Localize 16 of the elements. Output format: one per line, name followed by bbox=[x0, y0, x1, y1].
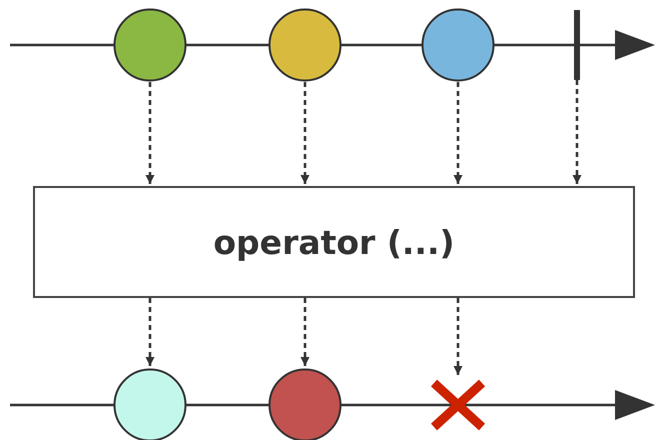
dashed-arrow bbox=[146, 298, 154, 366]
completion-bar bbox=[572, 10, 582, 80]
marble bbox=[268, 8, 342, 82]
dashed-arrow bbox=[454, 82, 462, 184]
dashed-arrow bbox=[454, 298, 462, 375]
marble bbox=[113, 8, 187, 82]
dashed-arrow bbox=[300, 298, 310, 366]
marble bbox=[421, 8, 495, 82]
dashed-arrow bbox=[146, 82, 154, 184]
dashed-arrow bbox=[572, 80, 582, 184]
operator-label: operator (...) bbox=[213, 222, 455, 262]
dashed-arrow bbox=[300, 82, 310, 184]
marble bbox=[113, 368, 187, 440]
operator-box bbox=[33, 186, 635, 298]
error-cross-icon bbox=[428, 377, 488, 433]
marble bbox=[268, 368, 342, 440]
